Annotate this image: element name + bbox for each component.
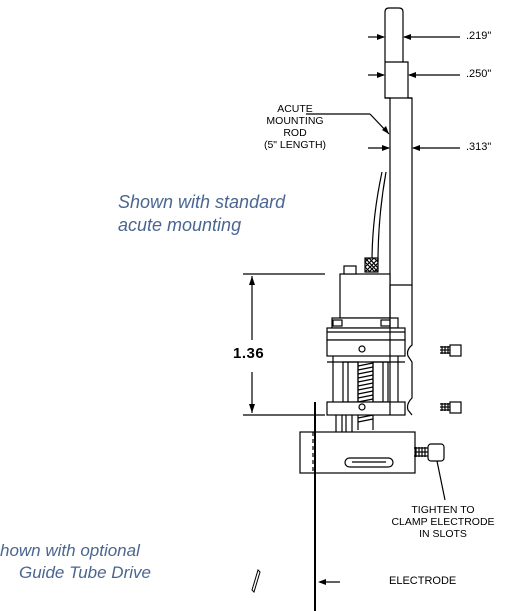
dim-250: .250"	[466, 68, 492, 80]
label-mounting-rod: ACUTE MOUNTING ROD (5" LENGTH)	[263, 103, 327, 151]
base-clamp	[299, 431, 416, 474]
dim-height: 1.36	[233, 345, 265, 362]
dim-219: .219"	[466, 30, 492, 42]
set-screw-bottom	[440, 401, 462, 414]
caption-optional: hown with optional Guide Tube Drive	[0, 541, 151, 582]
clamp-screw	[414, 443, 446, 501]
rod-side	[389, 285, 413, 416]
knurled-nut	[364, 257, 379, 273]
mounting-rod	[384, 7, 413, 286]
set-screw-top	[440, 344, 462, 357]
caption-standard: Shown with standard acute mounting	[118, 192, 286, 235]
label-electrode: ELECTRODE	[389, 575, 457, 587]
dim-313: .313"	[466, 141, 492, 153]
lead-screw	[326, 361, 406, 432]
electrode	[251, 402, 340, 611]
upper-block	[326, 265, 406, 415]
label-tighten: TIGHTEN TO CLAMP ELECTRODE IN SLOTS	[391, 504, 495, 540]
cable	[371, 171, 387, 263]
